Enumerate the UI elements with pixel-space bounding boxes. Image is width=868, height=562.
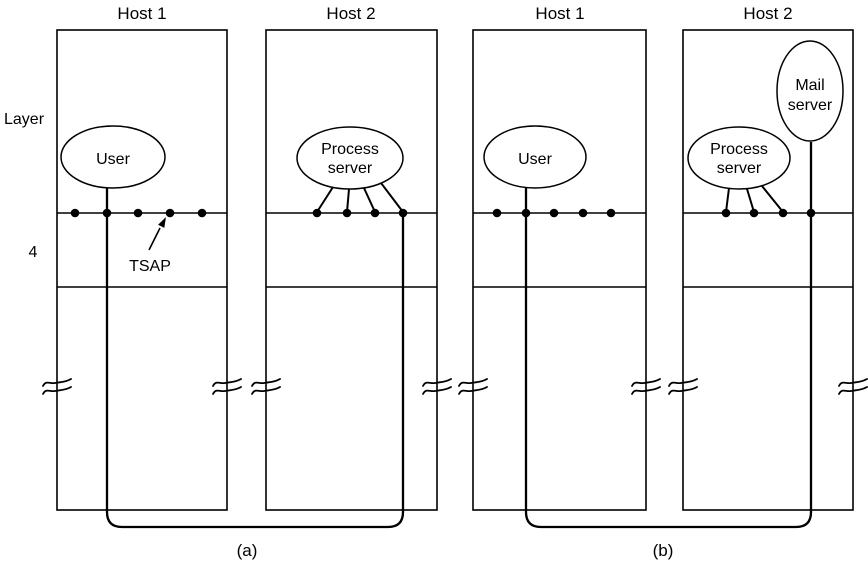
panel-a-process-leg-4 (380, 182, 404, 213)
panel-b-process-server-ellipse (687, 126, 791, 190)
tsap-dot (312, 208, 322, 218)
panel-a: Host 1 Host 2 User Process server (42, 4, 452, 560)
tsap-dot (165, 208, 175, 218)
tsap-dot (398, 208, 408, 218)
panel-b-host2-box (682, 29, 854, 511)
panel-a-transport-connection-line (105, 188, 405, 529)
break-mark-icon (838, 378, 868, 395)
panel-b-user-label: User (518, 151, 552, 168)
break-mark-icon (458, 378, 488, 395)
break-mark-icon (251, 378, 281, 395)
panel-b-process-server-label-line1: Process (710, 141, 768, 158)
tsap-dot (721, 208, 731, 218)
panel-b: Host 1 Host 2 User Mail server Process s… (458, 4, 868, 560)
panel-a-process-server-label-line2: server (328, 160, 373, 177)
tsap-dot (197, 208, 207, 218)
panel-a-host2-title: Host 2 (326, 4, 375, 23)
layer-label: Layer (4, 111, 45, 128)
panel-b-caption: (b) (653, 541, 674, 560)
tsap-dot (778, 208, 788, 218)
panel-b-mail-server-label-line2: server (788, 97, 833, 114)
panel-a-host1-box (56, 29, 228, 511)
panel-b-process-server-label-line2: server (717, 160, 762, 177)
break-mark-icon (422, 378, 452, 395)
panel-a-process-leg-3 (363, 187, 376, 213)
layer-number-label: 4 (29, 244, 38, 261)
panel-b-host1-box (472, 29, 647, 511)
panel-a-host1-title: Host 1 (117, 4, 166, 23)
panel-b-process-leg-2 (746, 188, 755, 213)
panel-a-host2-box (265, 29, 438, 511)
tsap-arrow (148, 227, 161, 251)
tsap-dot (521, 208, 531, 218)
tsap-dot (606, 208, 616, 218)
panel-b-user-ellipse (483, 125, 587, 189)
panel-a-process-server-label-line1: Process (321, 141, 379, 158)
tsap-dot (578, 208, 588, 218)
tsap-arrowhead-icon (158, 217, 166, 228)
panel-b-mail-server-label-line1: Mail (795, 77, 824, 94)
tsap-dot (342, 208, 352, 218)
panel-a-user-ellipse (60, 125, 166, 189)
tsap-dot (370, 208, 380, 218)
panel-b-host2-title: Host 2 (743, 4, 792, 23)
tsap-dot (492, 208, 502, 218)
tsap-callout-label: TSAP (129, 258, 171, 275)
break-mark-icon (668, 378, 698, 395)
panel-b-process-leg-1 (725, 187, 730, 213)
tsap-dot (70, 208, 80, 218)
panel-a-process-server-ellipse (296, 126, 404, 190)
panel-a-process-leg-1 (316, 186, 334, 213)
panel-b-mail-server-ellipse (776, 40, 844, 142)
panel-a-caption: (a) (237, 541, 258, 560)
panel-b-transport-connection-line (524, 142, 813, 529)
tsap-dot (133, 208, 143, 218)
break-mark-icon (631, 378, 661, 395)
panel-b-host1-title: Host 1 (535, 4, 584, 23)
break-mark-icon (42, 378, 72, 395)
break-mark-icon (212, 378, 242, 395)
tsap-dot (749, 208, 759, 218)
panel-a-user-label: User (96, 151, 130, 168)
tsap-dot (102, 208, 112, 218)
panel-a-process-leg-2 (346, 188, 350, 213)
tsap-dot (806, 208, 816, 218)
tsap-dot (549, 208, 559, 218)
panel-b-process-leg-3 (761, 185, 784, 213)
